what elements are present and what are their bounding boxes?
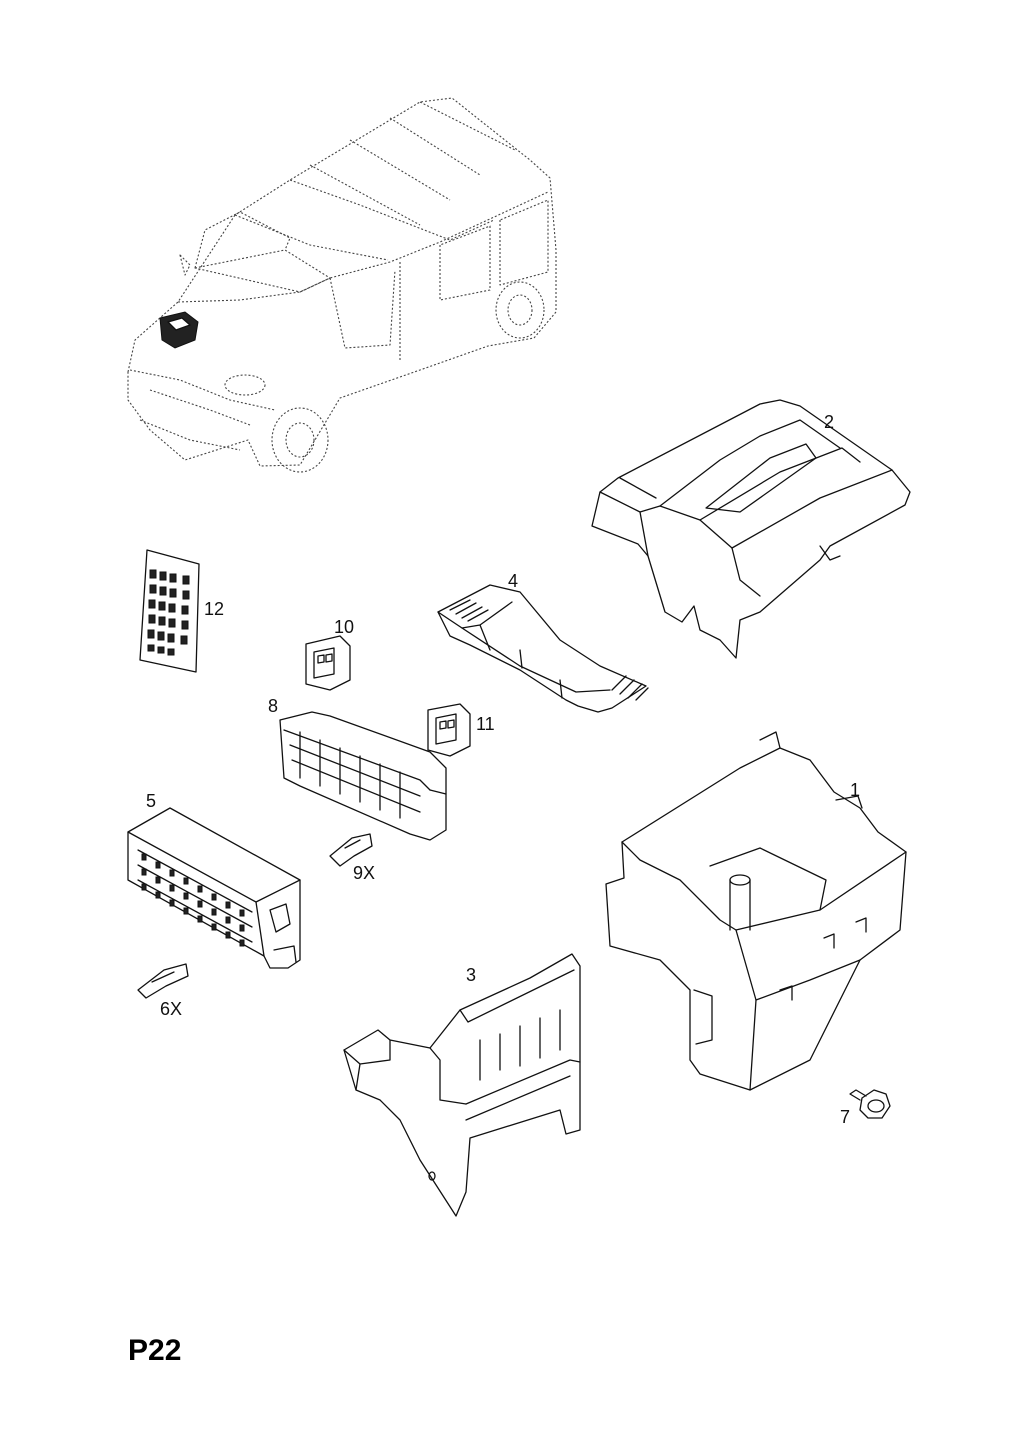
callout-2: 2 [824,412,835,432]
part-1-tray [605,731,907,1091]
part-10-connector [305,635,351,691]
callout-10: 10 [334,617,355,637]
callout-1: 1 [850,780,861,800]
callout-8: 8 [268,696,279,716]
callout-7: 7 [840,1107,851,1127]
callout-9x: 9X [353,863,376,883]
callout-12: 12 [204,599,225,619]
part-8-multi-connector [279,711,447,841]
part-12-fuse-label [139,549,200,673]
callout-3: 3 [466,965,477,985]
callout-6x: 6X [160,999,183,1019]
part-5-fuse-box [127,807,301,969]
callout-11: 11 [476,714,495,734]
part-3-bracket [343,953,581,1217]
part-9x-terminal [329,833,373,867]
page-code: P22 [128,1334,182,1367]
part-6x-terminal [137,963,189,999]
part-11-connector [427,703,471,757]
van-illustration [127,97,557,473]
callout-4: 4 [508,571,519,591]
part-2-cover [591,399,911,659]
part-7-bolt [849,1089,891,1119]
part-4-relay-holder [437,584,649,713]
callout-5: 5 [146,791,157,811]
